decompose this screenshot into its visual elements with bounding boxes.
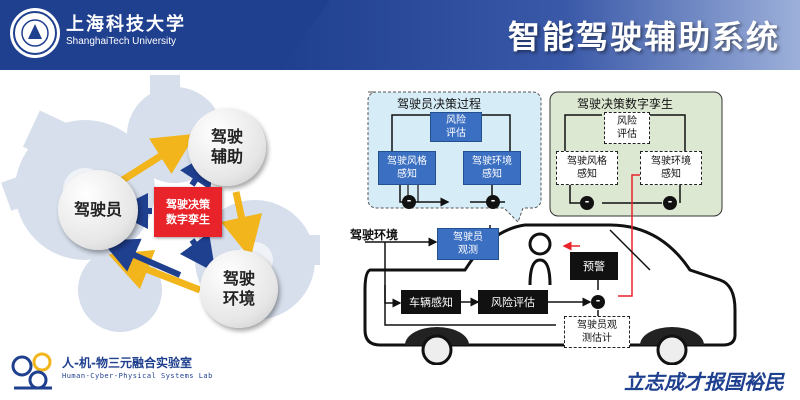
process-title: 驾驶员决策过程	[397, 97, 482, 111]
lab-logo-icon	[11, 352, 52, 390]
twin-minus-2-icon: -	[663, 196, 677, 210]
system-diagram	[363, 91, 737, 365]
node-assist-label-1: 驾驶	[210, 127, 243, 146]
university-logo	[10, 8, 60, 58]
node-driver: 驾驶员	[58, 170, 138, 250]
process-minus-1-icon: -	[402, 195, 416, 209]
node-environment: 驾驶 环境	[200, 250, 278, 328]
driver-observe-box: 驾驶员 观测	[437, 228, 499, 260]
process-style-box: 驾驶风格 感知	[378, 151, 436, 185]
node-env-label-1: 驾驶	[222, 269, 255, 288]
vehicle-sense-box: 车辆感知	[401, 290, 461, 314]
env-input-label: 驾驶环境	[350, 228, 399, 242]
twin-minus-1-icon: -	[580, 196, 594, 210]
node-assist: 驾驶 辅助	[188, 108, 266, 186]
digital-twin-box: 驾驶决策 数字孪生	[154, 187, 222, 237]
twin-env-box: 驾驶环境 感知	[640, 151, 702, 185]
node-assist-label-2: 辅助	[210, 147, 243, 166]
vehicle-minus-icon: -	[591, 295, 605, 309]
lab-name-en: Human-Cyber-Physical Systems Lab	[62, 372, 213, 380]
twin-risk-box: 风险 评估	[604, 112, 650, 144]
school-name-cn: 上海科技大学	[66, 14, 186, 35]
process-minus-2-icon: -	[486, 195, 500, 209]
cycle-arrows	[101, 133, 263, 294]
twin-label-2: 数字孪生	[166, 213, 210, 226]
vehicle-risk-box: 风险评估	[478, 290, 548, 314]
lab-name-cn: 人-机-物三元融合实验室	[62, 356, 192, 370]
twin-label-1: 驾驶决策	[166, 198, 210, 211]
alert-box: 预警	[570, 252, 618, 280]
node-env-label-2: 环境	[222, 289, 255, 308]
header-banner	[0, 0, 800, 70]
estimator-box: 驾驶员观 测估计	[564, 316, 630, 348]
page-title: 智能驾驶辅助系统	[507, 18, 780, 56]
university-motto: 立志成才报国裕民	[624, 370, 784, 394]
process-env-box: 驾驶环境 感知	[463, 151, 521, 185]
twin-style-box: 驾驶风格 感知	[556, 151, 618, 185]
twin-panel-title: 驾驶决策数字孪生	[577, 97, 674, 111]
school-name-en: ShanghaiTech University	[66, 36, 177, 47]
process-risk-box: 风险 评估	[430, 112, 482, 142]
node-driver-label: 驾驶员	[73, 200, 122, 219]
